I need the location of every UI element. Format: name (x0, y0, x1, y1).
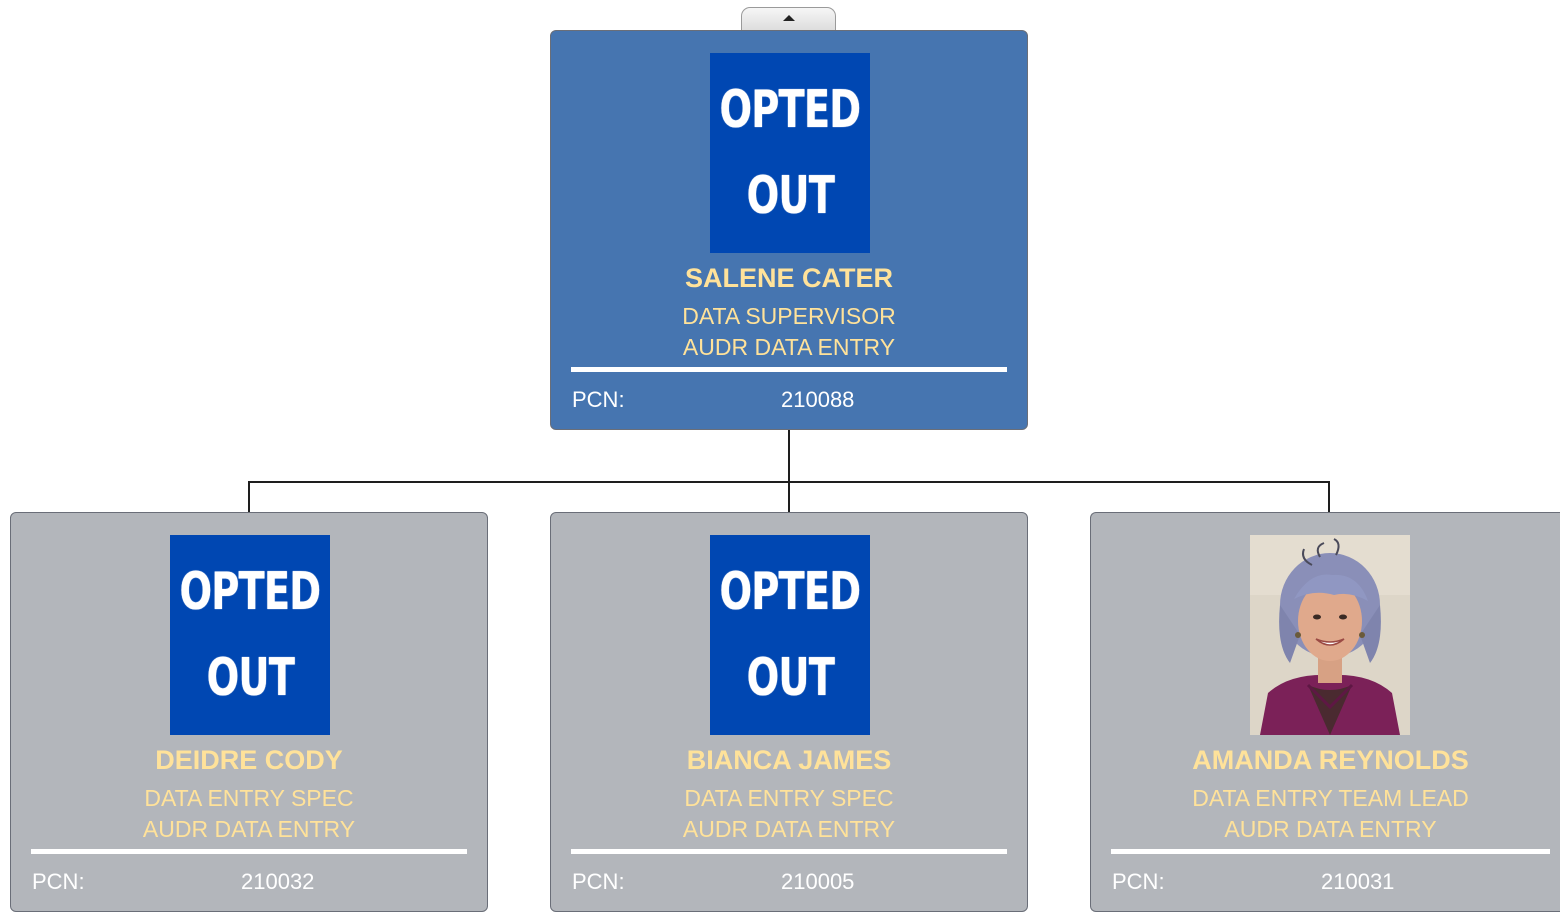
connector-vertical-report-2 (788, 481, 790, 512)
opted-out-photo: OPTED OUT (710, 535, 870, 735)
card-divider (1111, 849, 1550, 854)
connector-vertical-supervisor (788, 430, 790, 482)
employee-department: AUDR DATA ENTRY (1224, 816, 1437, 842)
opted-out-text-line2: OUT (206, 648, 294, 708)
employee-title: DATA ENTRY SPEC (144, 785, 354, 811)
opted-out-photo: OPTED OUT (170, 535, 330, 735)
connector-vertical-report-3 (1328, 481, 1330, 512)
employee-name: AMANDA REYNOLDS (1192, 745, 1469, 775)
portrait-image (1250, 535, 1410, 735)
opted-out-text-line1: OPTED (719, 562, 862, 622)
employee-department: AUDR DATA ENTRY (142, 816, 356, 842)
pcn-label: PCN: (572, 387, 625, 412)
employee-name: SALENE CATER (684, 263, 893, 293)
employee-title: DATA ENTRY SPEC (684, 785, 894, 811)
pcn-value: 210031 (1321, 869, 1395, 894)
card-divider (31, 849, 467, 854)
card-divider (571, 849, 1007, 854)
opted-out-text-line2: OUT (746, 648, 834, 708)
employee-title: DATA SUPERVISOR (682, 303, 896, 329)
opted-out-text-line1: OPTED (179, 562, 322, 622)
pcn-label: PCN: (572, 869, 625, 894)
employee-name: BIANCA JAMES (686, 745, 892, 775)
pcn-value: 210005 (781, 869, 855, 894)
pcn-label: PCN: (1112, 869, 1165, 894)
pcn-value: 210032 (241, 869, 315, 894)
chevron-up-icon (783, 15, 795, 21)
employee-photo (1250, 535, 1410, 735)
opted-out-photo: OPTED OUT (710, 53, 870, 253)
employee-name: DEIDRE CODY (155, 745, 343, 775)
opted-out-text-line2: OUT (746, 166, 834, 226)
card-divider (571, 367, 1007, 372)
pcn-value: 210088 (781, 387, 855, 412)
employee-department: AUDR DATA ENTRY (682, 334, 896, 360)
org-card-supervisor[interactable]: OPTED OUT SALENE CATER DATA SUPERVISOR A… (550, 30, 1028, 430)
opted-out-text-line1: OPTED (719, 80, 862, 140)
org-card-report[interactable]: OPTED OUT BIANCA JAMES DATA ENTRY SPEC A… (550, 512, 1028, 912)
pcn-label: PCN: (32, 869, 85, 894)
employee-title: DATA ENTRY TEAM LEAD (1192, 785, 1469, 811)
collapse-parent-button[interactable] (741, 7, 836, 31)
org-card-report[interactable]: OPTED OUT DEIDRE CODY DATA ENTRY SPEC AU… (10, 512, 488, 912)
org-card-report[interactable]: AMANDA REYNOLDS DATA ENTRY TEAM LEAD AUD… (1090, 512, 1560, 912)
employee-department: AUDR DATA ENTRY (682, 816, 896, 842)
connector-vertical-report-1 (248, 481, 250, 512)
